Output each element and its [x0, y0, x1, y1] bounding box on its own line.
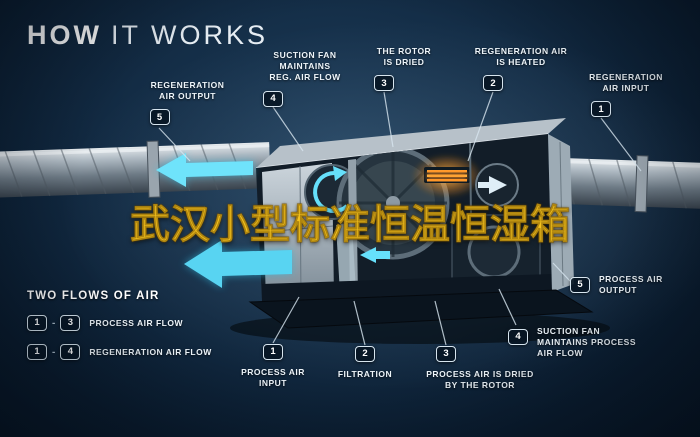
- callout-regeneration-air-output: REGENERATION AIR OUTPUT 5: [140, 80, 235, 126]
- regeneration-air-output-arrow: [156, 153, 253, 187]
- title-word-it-works: IT WORKS: [110, 20, 268, 50]
- machine-body: [248, 118, 594, 329]
- callout-regeneration-air-heated: REGENERATION AIR IS HEATED 2: [465, 46, 577, 92]
- legend-row-process-air: 1 - 3 PROCESS AIR FLOW: [27, 315, 212, 331]
- callout-label: SUCTION FAN MAINTAINS REG. AIR FLOW: [269, 50, 341, 83]
- callout-badge-3: 3: [374, 75, 394, 92]
- legend-badge-to: 4: [60, 344, 81, 360]
- legend-badge-from: 1: [27, 315, 47, 331]
- callout-badge-5: 5: [149, 109, 170, 126]
- callout-label: THE ROTOR IS DRIED: [376, 46, 432, 68]
- process-air-flow-arrow: [184, 240, 292, 288]
- callout-badge-1: 1: [263, 344, 283, 360]
- callout-label: PROCESS AIR IS DRIED BY THE ROTOR: [426, 369, 534, 391]
- callout-process-air-dried: PROCESS AIR IS DRIED BY THE ROTOR 3: [415, 346, 545, 391]
- legend-two-flows: TWO FLOWS OF AIR 1 - 3 PROCESS AIR FLOW …: [27, 290, 212, 360]
- callout-label: PROCESS AIR INPUT: [241, 367, 305, 389]
- rotor-swirl-arrow: [313, 166, 349, 214]
- callout-label: REGENERATION AIR IS HEATED: [474, 46, 568, 68]
- filter-inlet-arrow: [360, 247, 390, 263]
- callout-badge-2: 2: [483, 75, 503, 92]
- output-fan: [475, 163, 519, 207]
- legend-heading: TWO FLOWS OF AIR: [27, 290, 160, 302]
- overlay-caption: 武汉小型标准恒温恒湿箱: [130, 203, 571, 248]
- callout-label: PROCESS AIR OUTPUT: [599, 274, 663, 296]
- callout-suction-fan-process: 4 SUCTION FAN MAINTAINS PROCESS AIR FLOW: [508, 326, 636, 360]
- callout-suction-fan-reg: SUCTION FAN MAINTAINS REG. AIR FLOW 4: [255, 50, 355, 107]
- callout-label: REGENERATION AIR INPUT: [589, 72, 663, 94]
- legend-dash: -: [52, 317, 56, 329]
- callout-badge-3: 3: [436, 346, 456, 362]
- callout-badge-4: 4: [263, 90, 283, 107]
- callout-label: SUCTION FAN MAINTAINS PROCESS AIR FLOW: [537, 326, 637, 359]
- callout-process-air-output: 5 PROCESS AIR OUTPUT: [570, 274, 663, 296]
- callout-badge-5: 5: [570, 277, 590, 294]
- callout-label: REGENERATION AIR OUTPUT: [150, 80, 225, 102]
- legend-badge-to: 3: [60, 315, 81, 331]
- callout-connector-lines: [158, 91, 642, 346]
- legend-dash: -: [52, 346, 56, 358]
- legend-label: REGENERATION AIR FLOW: [89, 347, 212, 357]
- callout-rotor-dried: THE ROTOR IS DRIED 3: [358, 46, 450, 92]
- callout-process-air-input: PROCESS AIR INPUT 1: [230, 344, 316, 389]
- callout-filtration: FILTRATION 2: [325, 346, 405, 380]
- callout-badge-4: 4: [508, 329, 528, 345]
- callout-badge-2: 2: [355, 346, 375, 362]
- left-duct: [0, 140, 271, 198]
- heater: [411, 154, 483, 198]
- title-word-how: HOW: [27, 20, 102, 50]
- callout-badge-1: 1: [591, 101, 611, 118]
- legend-label: PROCESS AIR FLOW: [89, 318, 183, 328]
- callout-label: FILTRATION: [337, 369, 393, 379]
- callout-regeneration-air-input: REGENERATION AIR INPUT 1: [578, 72, 674, 118]
- page-title: HOW IT WORKS: [27, 20, 268, 51]
- legend-row-regeneration-air: 1 - 4 REGENERATION AIR FLOW: [27, 344, 212, 360]
- legend-badge-from: 1: [27, 344, 47, 360]
- machine-base: [248, 289, 594, 329]
- filter-panel: [336, 223, 356, 294]
